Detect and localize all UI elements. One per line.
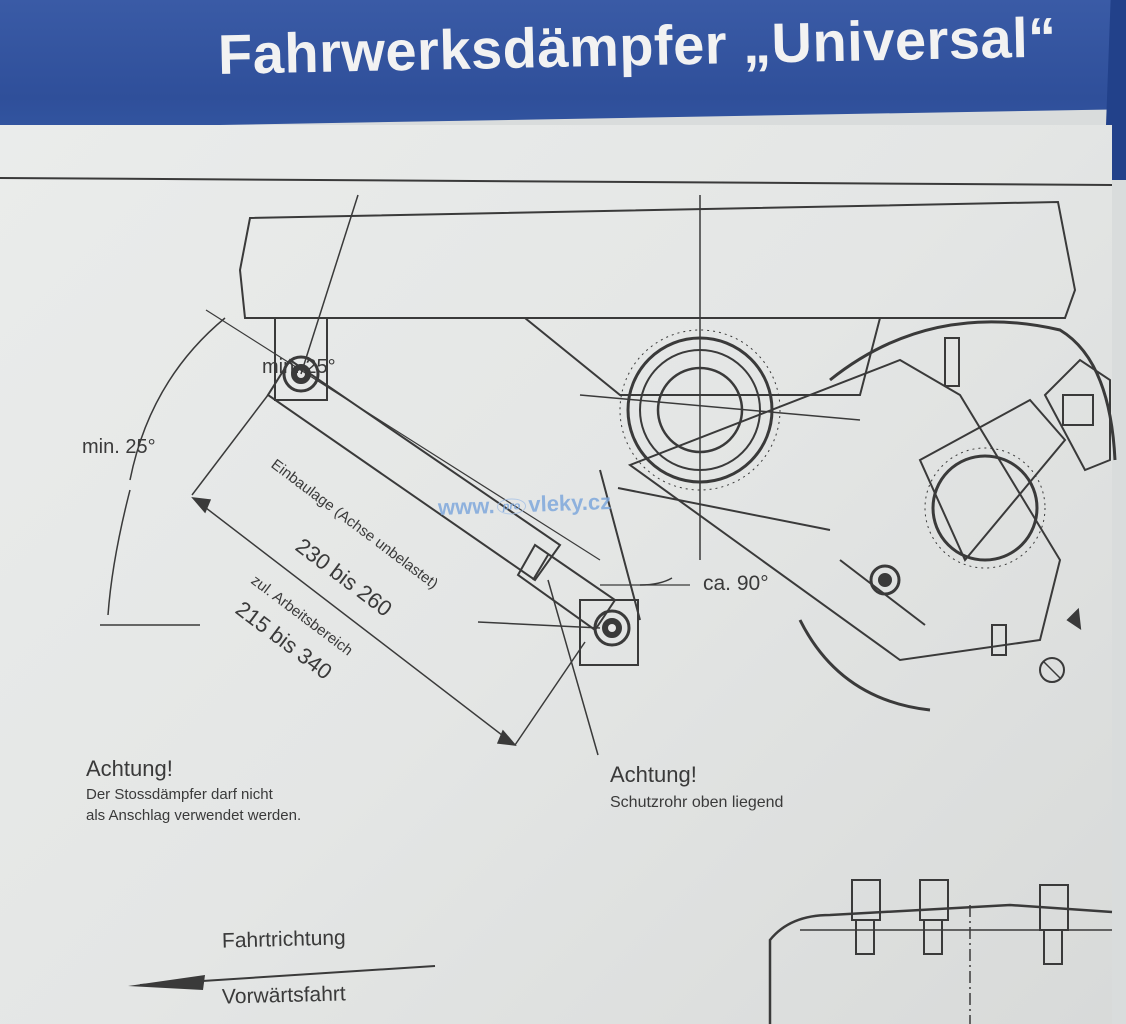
hub-mount-icon — [869, 564, 901, 596]
warning-2-heading: Achtung! — [610, 762, 697, 787]
hub-link — [839, 559, 926, 626]
warning-1-heading: Achtung! — [86, 756, 173, 781]
direction-label-top: Fahrtrichtung — [221, 926, 347, 953]
lower-mount-plate — [579, 599, 639, 666]
angle-arc-top — [129, 317, 226, 481]
warning-1-line-2: als Anschlag verwendet werden. — [86, 807, 302, 824]
arrow-marker-icon — [1066, 607, 1082, 631]
watermark-logo-icon: pro — [496, 498, 527, 516]
axle-horizontal-line — [579, 394, 861, 421]
page-background — [0, 125, 1112, 1024]
axle-bracket — [522, 317, 882, 396]
label-angle-90: ca. 90° — [703, 572, 769, 595]
label-min-angle-top: min. 25° — [262, 356, 336, 378]
angle-reference-line — [300, 194, 359, 375]
angle-arc-left — [107, 489, 131, 616]
direction-arrow-icon — [128, 965, 436, 990]
warning-1-line-1: Der Stossdämpfer darf nicht — [86, 786, 273, 803]
trailing-arm — [599, 358, 1062, 662]
header-rule — [0, 177, 1113, 186]
gearbox-housing — [768, 879, 1113, 1024]
watermark-suffix: vleky.cz — [527, 488, 612, 517]
leader-line-pin — [477, 621, 601, 629]
slot-marker — [991, 624, 1007, 656]
direction-label-bottom: Vorwärtsfahrt — [221, 982, 346, 1009]
upper-mount-plate — [274, 317, 328, 401]
warning-2-line-1: Schutzrohr oben liegend — [610, 794, 784, 811]
brake-bracket — [1043, 358, 1111, 472]
leader-line-shock — [547, 579, 599, 756]
axis-line — [205, 309, 601, 561]
dimension-line — [191, 394, 586, 746]
bolt-icon — [1039, 657, 1065, 683]
angle-90-arc — [639, 577, 673, 586]
label-min-angle-left: min. 25° — [82, 436, 156, 458]
lower-mount-bolt-icon — [593, 609, 631, 647]
title-banner — [0, 0, 1126, 129]
brake-drum — [798, 320, 1117, 712]
slot-marker-top — [944, 337, 960, 387]
watermark-prefix: www. — [437, 493, 496, 521]
chassis-beam — [238, 200, 1077, 319]
brake-block — [1062, 394, 1094, 426]
